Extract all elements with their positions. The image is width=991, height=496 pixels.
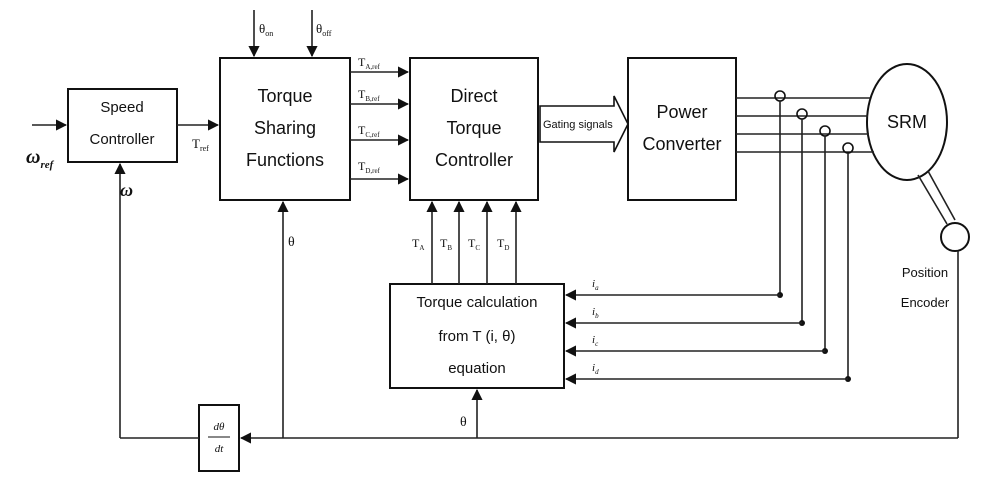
svg-text:Functions: Functions: [246, 150, 324, 170]
current-d-label: id: [592, 362, 599, 376]
svg-text:Power: Power: [656, 102, 707, 122]
t-d-ref-label: TD,ref: [358, 159, 381, 175]
dtc-line-3: Controller: [435, 150, 513, 170]
t-c-ref-label: TC,ref: [358, 123, 380, 139]
svg-text:Position: Position: [902, 265, 948, 280]
torque-feedback-arrows: [426, 200, 522, 284]
derivative-block: dθ dt: [198, 404, 240, 472]
svg-text:equation: equation: [448, 360, 506, 377]
torque-calculation-block: Torque calculation from T (i, θ) equatio…: [389, 283, 565, 389]
t-a-label: TA: [412, 236, 424, 252]
srm-motor: SRM: [866, 63, 948, 181]
svg-text:Torque calculation: Torque calculation: [417, 294, 538, 311]
power-converter-line-2: Converter: [642, 134, 721, 154]
current-a-label: ia: [592, 278, 599, 292]
torque-calc-line-3: equation: [448, 360, 506, 377]
theta-calc-label: θ: [460, 415, 467, 430]
power-converter-block: Power Converter: [627, 57, 737, 201]
encoder-line-1: Position: [902, 265, 948, 280]
svg-text:Speed: Speed: [100, 99, 143, 116]
svg-text:from T (i, θ): from T (i, θ): [439, 328, 516, 345]
omega-ref-label: ωref: [26, 146, 55, 171]
svg-text:Sharing: Sharing: [254, 118, 316, 138]
t-b-label: TB: [440, 236, 452, 252]
tsf-line-2: Sharing: [254, 118, 316, 138]
svg-text:Direct: Direct: [450, 86, 497, 106]
svg-text:Converter: Converter: [642, 134, 721, 154]
t-b-ref-label: TB,ref: [358, 87, 380, 103]
torque-calc-line-1: Torque calculation: [417, 294, 538, 311]
svg-text:Torque: Torque: [446, 118, 501, 138]
derivative-denominator: dt: [215, 443, 225, 455]
theta-tsf-label: θ: [288, 235, 295, 250]
svg-text:Torque: Torque: [257, 86, 312, 106]
omega-feedback-label: ω: [120, 180, 133, 200]
tsf-line-1: Torque: [257, 86, 312, 106]
t-ref-label: Tref: [192, 136, 209, 153]
speed-controller-line-2: Controller: [89, 131, 154, 148]
speed-controller-block: Speed Controller: [67, 88, 178, 163]
gating-signals-label: Gating signals: [543, 119, 613, 131]
t-a-ref-label: TA,ref: [358, 55, 381, 71]
t-d-label: TD: [497, 236, 509, 252]
current-sensors: [774, 90, 854, 154]
speed-controller-line-1: Speed: [100, 99, 143, 116]
svg-text:Controller: Controller: [435, 150, 513, 170]
theta-on-label: θon: [259, 21, 273, 38]
direct-torque-controller-block: Direct Torque Controller: [409, 57, 539, 201]
theta-off-label: θoff: [316, 21, 332, 38]
current-c-label: ic: [592, 334, 599, 348]
svg-text:Encoder: Encoder: [901, 295, 950, 310]
phase-ref-arrows: [350, 66, 410, 185]
current-b-label: ib: [592, 306, 599, 320]
tsf-line-3: Functions: [246, 150, 324, 170]
power-converter-line-1: Power: [656, 102, 707, 122]
t-c-label: TC: [468, 236, 480, 252]
torque-calc-line-2: from T (i, θ): [439, 328, 516, 345]
svg-text:Controller: Controller: [89, 131, 154, 148]
dtc-line-2: Torque: [446, 118, 501, 138]
dtc-line-1: Direct: [450, 86, 497, 106]
phase-lines: [736, 97, 874, 153]
gating-signals-arrow: Gating signals: [539, 95, 629, 153]
position-encoder: Position Encoder: [901, 222, 970, 310]
srm-label: SRM: [887, 112, 927, 132]
derivative-numerator: dθ: [214, 421, 226, 433]
torque-sharing-functions-block: Torque Sharing Functions: [219, 57, 351, 201]
encoder-line-2: Encoder: [901, 295, 950, 310]
